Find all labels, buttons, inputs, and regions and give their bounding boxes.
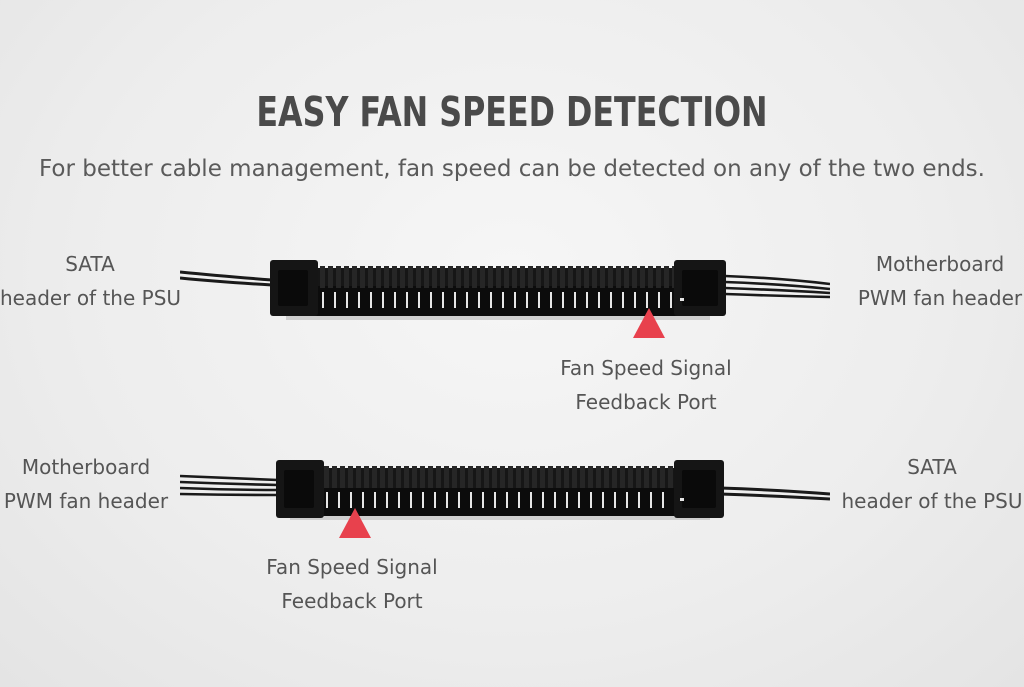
fan-hub-icon [180, 260, 830, 320]
fan-hub-icon [180, 460, 830, 520]
cable-left [180, 270, 273, 287]
top-right-label: Motherboard PWM fan header [857, 252, 1023, 310]
cable-right [719, 486, 830, 501]
page-title: EASY FAN SPEED DETECTION [256, 88, 768, 136]
triangle-marker-icon [339, 508, 371, 538]
bottom-right-label: SATA header of the PSU [841, 455, 1023, 513]
page-subtitle: For better cable management, fan speed c… [39, 156, 985, 182]
pin-rows [322, 292, 672, 308]
cable-right [724, 274, 830, 299]
bottom-port-label: Fan Speed Signal Feedback Port [266, 555, 438, 613]
bottom-left-label: Motherboard PWM fan header [3, 455, 169, 513]
triangle-marker-icon [633, 308, 665, 338]
top-port-label: Fan Speed Signal Feedback Port [560, 356, 732, 414]
cable-left [180, 474, 279, 497]
top-left-label: SATA header of the PSU [0, 252, 182, 310]
